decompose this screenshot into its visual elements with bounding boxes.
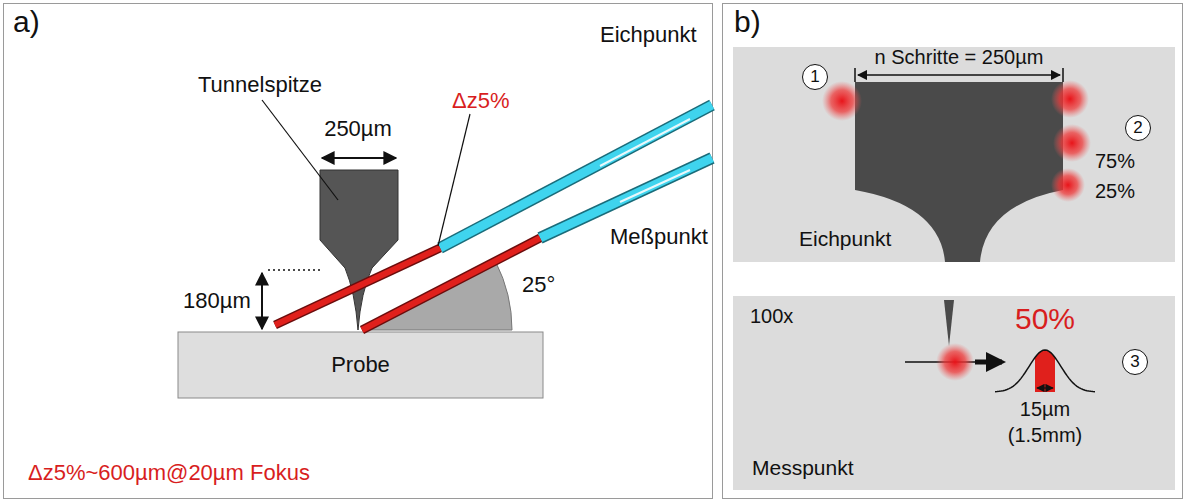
leader-line xyxy=(262,100,338,200)
panel: a) Probe xyxy=(3,3,712,498)
gray-panel xyxy=(733,47,1175,262)
sample-block: Probe xyxy=(178,332,543,398)
angle-label: 25° xyxy=(522,272,555,297)
callout-number: 1 xyxy=(802,64,828,90)
percent-label: 50% xyxy=(1015,302,1075,337)
tick xyxy=(854,68,856,82)
gaussian-curve xyxy=(995,350,1095,392)
gray-panel xyxy=(733,296,1175,490)
leader-line xyxy=(438,114,470,246)
tunnel-tip xyxy=(320,170,398,330)
percent-label: 25% xyxy=(1095,180,1135,203)
panel-frame xyxy=(4,4,713,499)
node-label: Eichpunkt xyxy=(799,227,891,251)
laser-spot xyxy=(1051,80,1089,118)
node-label: Messpunkt xyxy=(752,456,854,480)
dimension-label: 15µm xyxy=(1020,398,1070,421)
tick xyxy=(1062,68,1064,82)
dimension-arrow xyxy=(261,273,263,329)
dimension-arrow xyxy=(322,157,396,159)
callout-number: 2 xyxy=(1125,115,1151,141)
fiber-label: Meßpunkt xyxy=(610,224,708,249)
dimension-label: (1.5mm) xyxy=(1008,424,1082,447)
dimension-label: 180µm xyxy=(183,288,251,313)
gray-panel: Messpunkt 3 xyxy=(733,296,1175,490)
part-name: Tunnelspitze xyxy=(198,72,322,97)
node-label: b) xyxy=(734,5,761,40)
callout-label: 3 xyxy=(1130,352,1139,372)
sample-block xyxy=(178,332,543,398)
laser-spot xyxy=(822,81,862,121)
panel: b) Eichpunkt 1 2Messpunkt 3 xyxy=(722,3,1183,498)
fiber xyxy=(275,105,712,325)
note: Δz5%~600µm@20µm Fokus xyxy=(28,460,310,485)
node-label: Probe xyxy=(331,352,390,377)
laser-spot xyxy=(1051,168,1085,202)
percent-label: 75% xyxy=(1095,150,1135,173)
callout-number: 3 xyxy=(1122,349,1148,375)
laser-spot xyxy=(1053,124,1091,162)
dimension-label: 250µm xyxy=(324,116,392,141)
magnification-label: 100x xyxy=(750,305,793,328)
dimension-label: n Schritte = 250µm xyxy=(875,46,1044,69)
dimension-label: Δz5% xyxy=(452,88,510,113)
laser-spot xyxy=(936,343,974,381)
callout-label: 2 xyxy=(1133,118,1142,138)
scan-arrow xyxy=(975,360,1002,365)
fiber xyxy=(362,158,712,330)
callout-label: 1 xyxy=(810,67,819,87)
fiber-label: Eichpunkt xyxy=(600,22,697,47)
node-label: a) xyxy=(13,5,40,40)
tip-outline xyxy=(944,300,954,346)
dimension-arrow xyxy=(858,74,1060,76)
panel-frame xyxy=(723,4,1183,499)
dotted-line xyxy=(268,269,320,271)
